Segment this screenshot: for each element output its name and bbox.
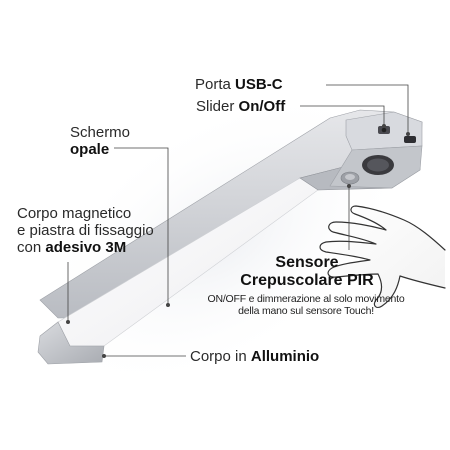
label-slider-on-off: Slider On/Off bbox=[196, 98, 285, 115]
label-sensore-desc1: ON/OFF e dimmerazione al solo movimento bbox=[207, 293, 405, 305]
label-porta-prefix: Porta bbox=[195, 76, 236, 93]
usb-c-port-icon bbox=[404, 136, 416, 143]
label-porta-bold: USB-C bbox=[235, 76, 283, 93]
label-sensore-desc2: della mano sul sensore Touch! bbox=[238, 305, 374, 317]
label-corpo-magnetico-line2: e piastra di fissaggio bbox=[17, 222, 154, 239]
label-porta-usb-c: Porta USB-C bbox=[195, 76, 283, 93]
label-corpo-alluminio-bold: Alluminio bbox=[250, 348, 320, 365]
label-corpo-magnetico-line1: Corpo magnetico bbox=[17, 205, 132, 222]
label-sensore-line1: Sensore bbox=[275, 254, 339, 271]
label-sensore-title: Sensore Crepuscolare PIR bbox=[232, 254, 382, 290]
hand-illustration bbox=[319, 205, 446, 309]
label-corpo-magnetico-prefix: con bbox=[17, 239, 46, 256]
label-schermo-bold: opale bbox=[70, 141, 110, 158]
label-corpo-alluminio: Corpo in Alluminio bbox=[190, 348, 319, 365]
label-sensore-line2: Crepuscolare PIR bbox=[240, 272, 374, 289]
label-schermo-line1: Schermo bbox=[70, 124, 131, 141]
bar-front-lip bbox=[37, 321, 105, 365]
label-sensore-description: ON/OFF e dimmerazione al solo movimento … bbox=[194, 293, 418, 317]
leader-lines bbox=[66, 84, 410, 358]
label-schermo-opale: Schermo opale bbox=[70, 124, 130, 158]
label-corpo-alluminio-prefix: Corpo in bbox=[190, 348, 251, 365]
label-corpo-magnetico-bold: adesivo 3M bbox=[45, 239, 127, 256]
label-slider-bold: On/Off bbox=[238, 98, 286, 115]
label-corpo-magnetico: Corpo magnetico e piastra di fissaggio c… bbox=[17, 205, 154, 256]
label-slider-prefix: Slider bbox=[196, 98, 239, 115]
